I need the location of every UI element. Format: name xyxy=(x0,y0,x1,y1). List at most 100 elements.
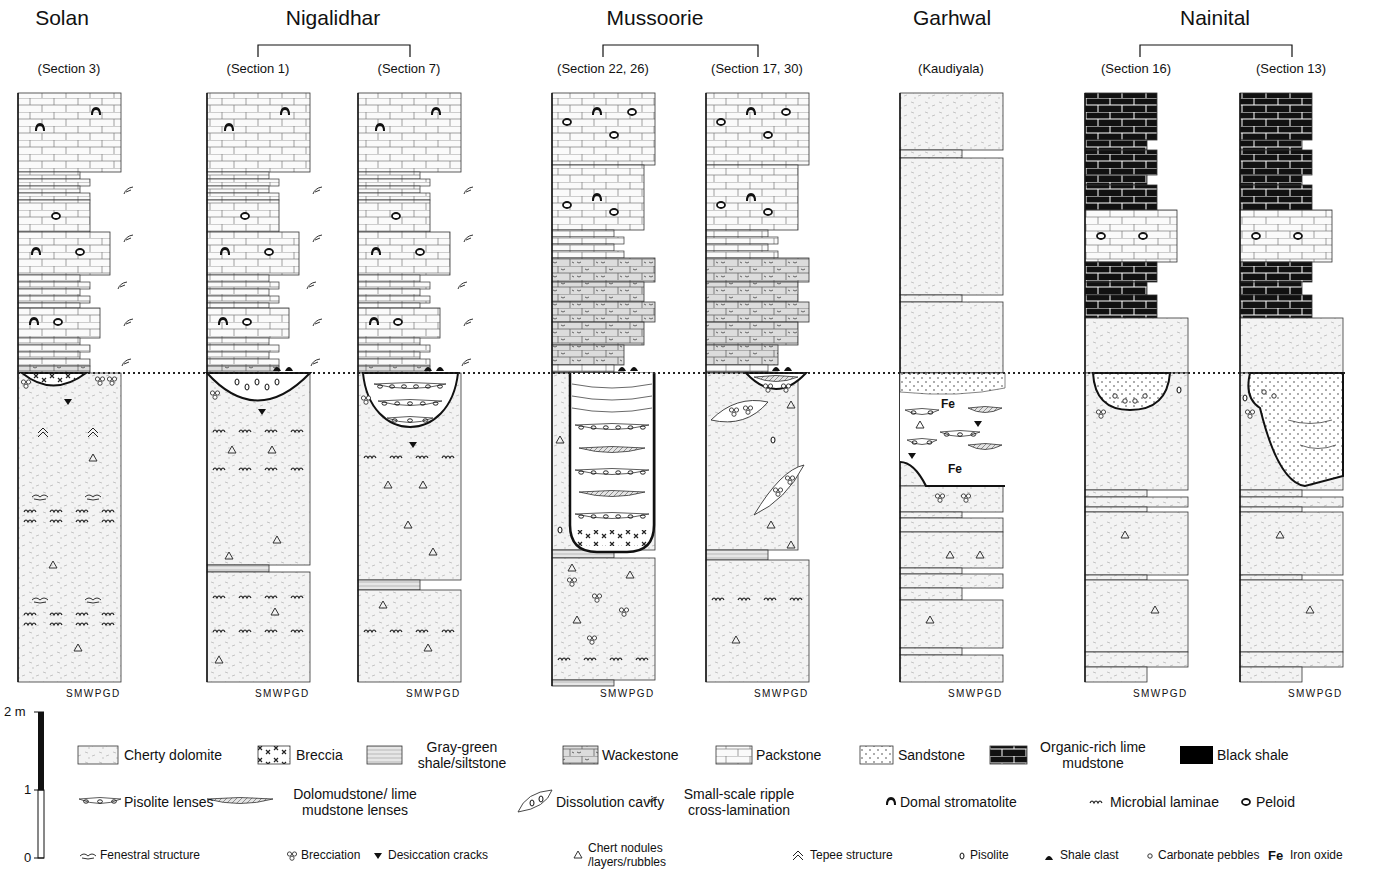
legend-label: Sandstone xyxy=(898,747,965,763)
legend-swatch xyxy=(258,746,290,764)
pisolite-grain xyxy=(591,426,596,429)
brecciation-symbol xyxy=(788,480,792,484)
thin-bed xyxy=(706,230,768,237)
pisolite-symbol xyxy=(275,379,279,385)
brecciation-symbol xyxy=(940,494,944,498)
stromatolite-symbol xyxy=(746,193,756,201)
bed xyxy=(1240,295,1312,318)
lamina-line xyxy=(572,396,652,400)
ripple-symbol xyxy=(464,319,473,326)
bed xyxy=(18,366,90,373)
tepee-symbol xyxy=(38,428,48,437)
thin-bed xyxy=(207,289,269,296)
bed xyxy=(1240,490,1302,497)
peloid-symbol xyxy=(241,213,249,219)
microbial-symbol xyxy=(102,520,114,522)
chert-symbol xyxy=(379,601,387,608)
peloid-symbol xyxy=(610,209,618,215)
iron-oxide-mark: Fe xyxy=(940,398,956,412)
thin-bed xyxy=(207,172,269,179)
pebble-symbol xyxy=(1272,394,1276,398)
bed xyxy=(207,366,279,373)
thin-bed xyxy=(207,338,269,345)
thin-bed xyxy=(358,345,430,352)
microbial-symbol xyxy=(390,456,402,458)
pisolite-grain xyxy=(616,471,621,474)
bed xyxy=(900,574,1003,588)
peloid-symbol xyxy=(1252,233,1260,239)
channel-fill xyxy=(746,373,806,389)
legend-label: Fenestral structure xyxy=(100,849,200,863)
microbial-symbol xyxy=(291,596,303,598)
grain-size-axis: SMWPGD xyxy=(754,688,809,700)
bed xyxy=(358,93,461,172)
desiccation-symbol xyxy=(64,399,72,405)
legend-swatch xyxy=(367,746,402,764)
section-log xyxy=(552,93,655,686)
pebble-symbol xyxy=(1123,399,1127,403)
brecciation-symbol xyxy=(595,598,599,602)
bed xyxy=(706,322,798,345)
bed xyxy=(1240,497,1343,507)
thin-bed xyxy=(358,303,420,308)
stromatolite-symbol xyxy=(375,123,385,131)
bed xyxy=(900,93,1003,150)
thin-bed xyxy=(552,251,624,258)
brecciation-symbol xyxy=(1096,410,1100,414)
chert-symbol xyxy=(976,551,984,558)
thin-bed xyxy=(358,338,420,345)
chert-symbol xyxy=(732,636,740,643)
pisolite-lens xyxy=(79,798,121,804)
microbial-symbol xyxy=(584,658,596,660)
microbial-symbol xyxy=(364,456,376,458)
bed xyxy=(1240,185,1312,210)
cavity-fill xyxy=(570,373,654,552)
brecciation-symbol xyxy=(98,381,102,385)
bed xyxy=(1085,150,1157,175)
bed xyxy=(900,486,1003,512)
bed xyxy=(900,568,962,574)
bed xyxy=(18,93,121,172)
pisolite-grain xyxy=(971,433,976,436)
peloid-symbol xyxy=(392,213,400,219)
brecciation-symbol xyxy=(570,582,574,586)
bed xyxy=(1240,318,1343,373)
bed xyxy=(706,258,809,282)
thin-bed xyxy=(358,186,420,193)
chert-symbol xyxy=(787,541,795,548)
legend-label: Microbial laminae xyxy=(1110,794,1219,810)
pisolite-symbol xyxy=(245,384,249,390)
scale-bar xyxy=(38,790,44,858)
lamina-line xyxy=(1300,445,1336,449)
thin-bed xyxy=(207,296,279,303)
thin-bed xyxy=(18,282,90,289)
pisolite-lens xyxy=(575,513,649,519)
stromatolite-symbol xyxy=(91,107,101,115)
section-log xyxy=(900,93,1005,682)
legend-label: Gray-green shale/siltstone xyxy=(406,739,518,771)
brecciation-symbol xyxy=(21,380,25,384)
thin-bed xyxy=(358,172,420,179)
brecciation-symbol xyxy=(366,396,370,400)
pisolite-grain xyxy=(98,800,103,803)
section-label: (Kaudiyala) xyxy=(918,62,984,77)
legend-symbol-text: Fe xyxy=(1268,849,1283,864)
location-name: Nigalidhar xyxy=(286,6,381,30)
legend-label: Breccia xyxy=(296,747,343,763)
brecciation-symbol xyxy=(361,396,365,400)
brecciation-symbol xyxy=(763,384,767,388)
group-bracket xyxy=(258,45,410,57)
bed xyxy=(1240,140,1302,150)
peloid-symbol xyxy=(1139,233,1147,239)
brecciation-symbol xyxy=(215,391,219,395)
mudstone-lens xyxy=(968,444,1002,450)
lamina-line xyxy=(1288,420,1332,424)
microbial-symbol xyxy=(24,510,36,512)
microbial-symbol xyxy=(76,623,88,625)
bed xyxy=(552,258,655,282)
legend-label: Peloid xyxy=(1256,794,1295,810)
brecciation-symbol xyxy=(572,578,576,582)
chert-symbol xyxy=(787,401,795,408)
brecciation-symbol xyxy=(587,636,591,640)
legend-swatch xyxy=(78,746,118,764)
